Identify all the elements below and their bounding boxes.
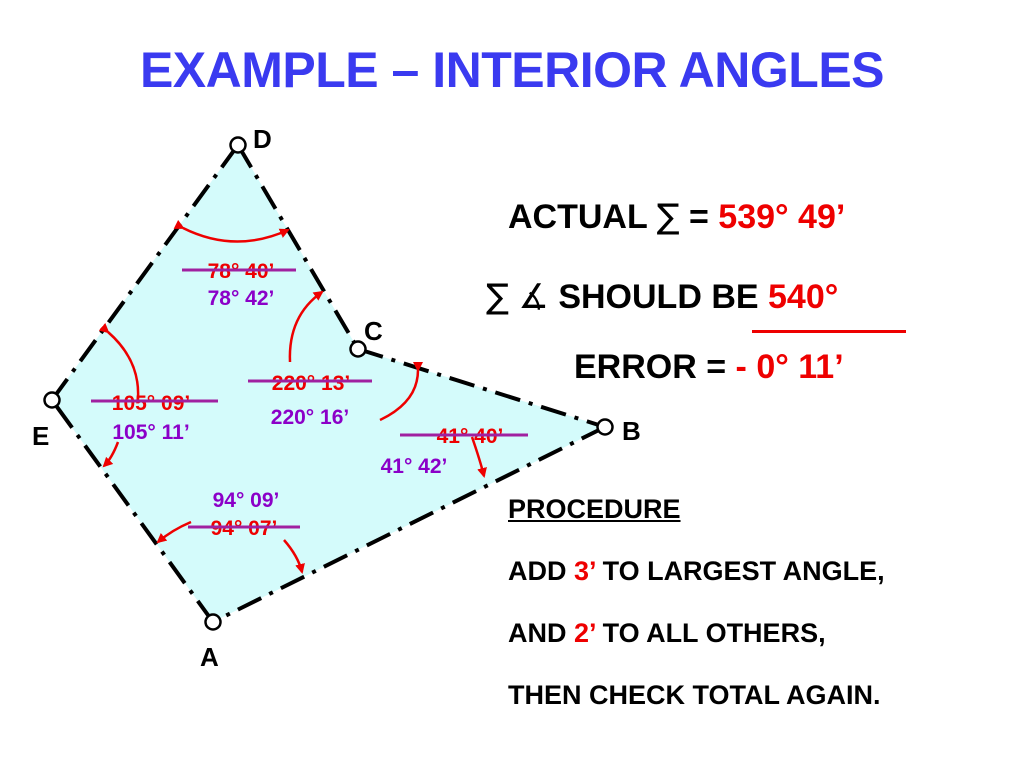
angle-d-new: 78° 42’ <box>208 287 275 310</box>
step-2-value: 2’ <box>574 618 596 648</box>
error-label: ERROR = <box>574 348 727 386</box>
station-a[interactable] <box>204 613 222 631</box>
angle-arc-d <box>173 219 290 243</box>
angle-icon: ∡ <box>518 277 549 317</box>
station-d[interactable] <box>229 136 247 154</box>
vertex-label-e: E <box>32 421 49 451</box>
sum-icon-2: ∑ <box>486 277 509 317</box>
step-1-value: 3’ <box>574 556 596 586</box>
angle-a-new: 94° 09’ <box>213 489 280 512</box>
edge-d-c <box>236 143 360 351</box>
angle-arc-a-lower <box>283 539 305 574</box>
step-1-post: TO LARGEST ANGLE, <box>602 556 885 586</box>
should-value: 540° <box>768 278 839 316</box>
page-title: EXAMPLE – INTERIOR ANGLES <box>139 42 885 98</box>
angle-b-new: 41° 42’ <box>381 455 448 478</box>
actual-label: ACTUAL <box>508 198 648 236</box>
edge-b-a <box>212 425 606 624</box>
station-c[interactable] <box>349 340 367 358</box>
edge-c-b <box>357 347 606 429</box>
vertex-label-a: A <box>200 642 219 672</box>
vertex-label-d: D <box>253 124 272 154</box>
procedure-heading: PROCEDURE <box>508 494 681 524</box>
procedure-step-2: AND 2’ TO ALL OTHERS, <box>508 617 826 649</box>
subtraction-rule <box>752 330 906 333</box>
step-2-pre: AND <box>508 618 567 648</box>
angle-e-new: 105° 11’ <box>112 421 189 444</box>
procedure-step-1: ADD 3’ TO LARGEST ANGLE, <box>508 555 885 587</box>
angle-arc-e <box>98 322 140 399</box>
angle-arc-a <box>156 520 192 544</box>
edge-a-e <box>50 398 215 624</box>
angle-arc-b-lower <box>470 436 487 478</box>
vertex-label-b: B <box>622 416 641 446</box>
traverse-area <box>52 145 605 622</box>
should-label: SHOULD BE <box>558 278 759 316</box>
equals-sign: = <box>688 198 709 236</box>
angle-arc-c <box>288 290 324 363</box>
station-e[interactable] <box>43 391 61 409</box>
angle-arc-e-lower <box>102 441 120 468</box>
should-be-line: ∑ ∡ SHOULD BE 540° <box>486 277 838 317</box>
error-line: ERROR = - 0° 11’ <box>574 347 844 387</box>
step-1-pre: ADD <box>508 556 567 586</box>
edge-e-d <box>50 143 240 402</box>
vertex-label-c: C <box>364 316 383 346</box>
step-2-post: TO ALL OTHERS, <box>602 618 826 648</box>
station-b[interactable] <box>596 418 614 436</box>
actual-sum-line: ACTUAL ∑ = 539° 49’ <box>508 197 845 237</box>
angle-c-new: 220° 16’ <box>271 406 349 429</box>
angle-arc-b <box>379 361 424 422</box>
actual-value: 539° 49’ <box>718 198 846 236</box>
angle-c-old: 220° 13’ <box>272 372 350 395</box>
angle-e-old: 105° 09’ <box>112 392 190 415</box>
procedure-step-3: THEN CHECK TOTAL AGAIN. <box>508 680 881 710</box>
error-value: - 0° 11’ <box>735 348 844 386</box>
sum-icon: ∑ <box>656 197 680 237</box>
